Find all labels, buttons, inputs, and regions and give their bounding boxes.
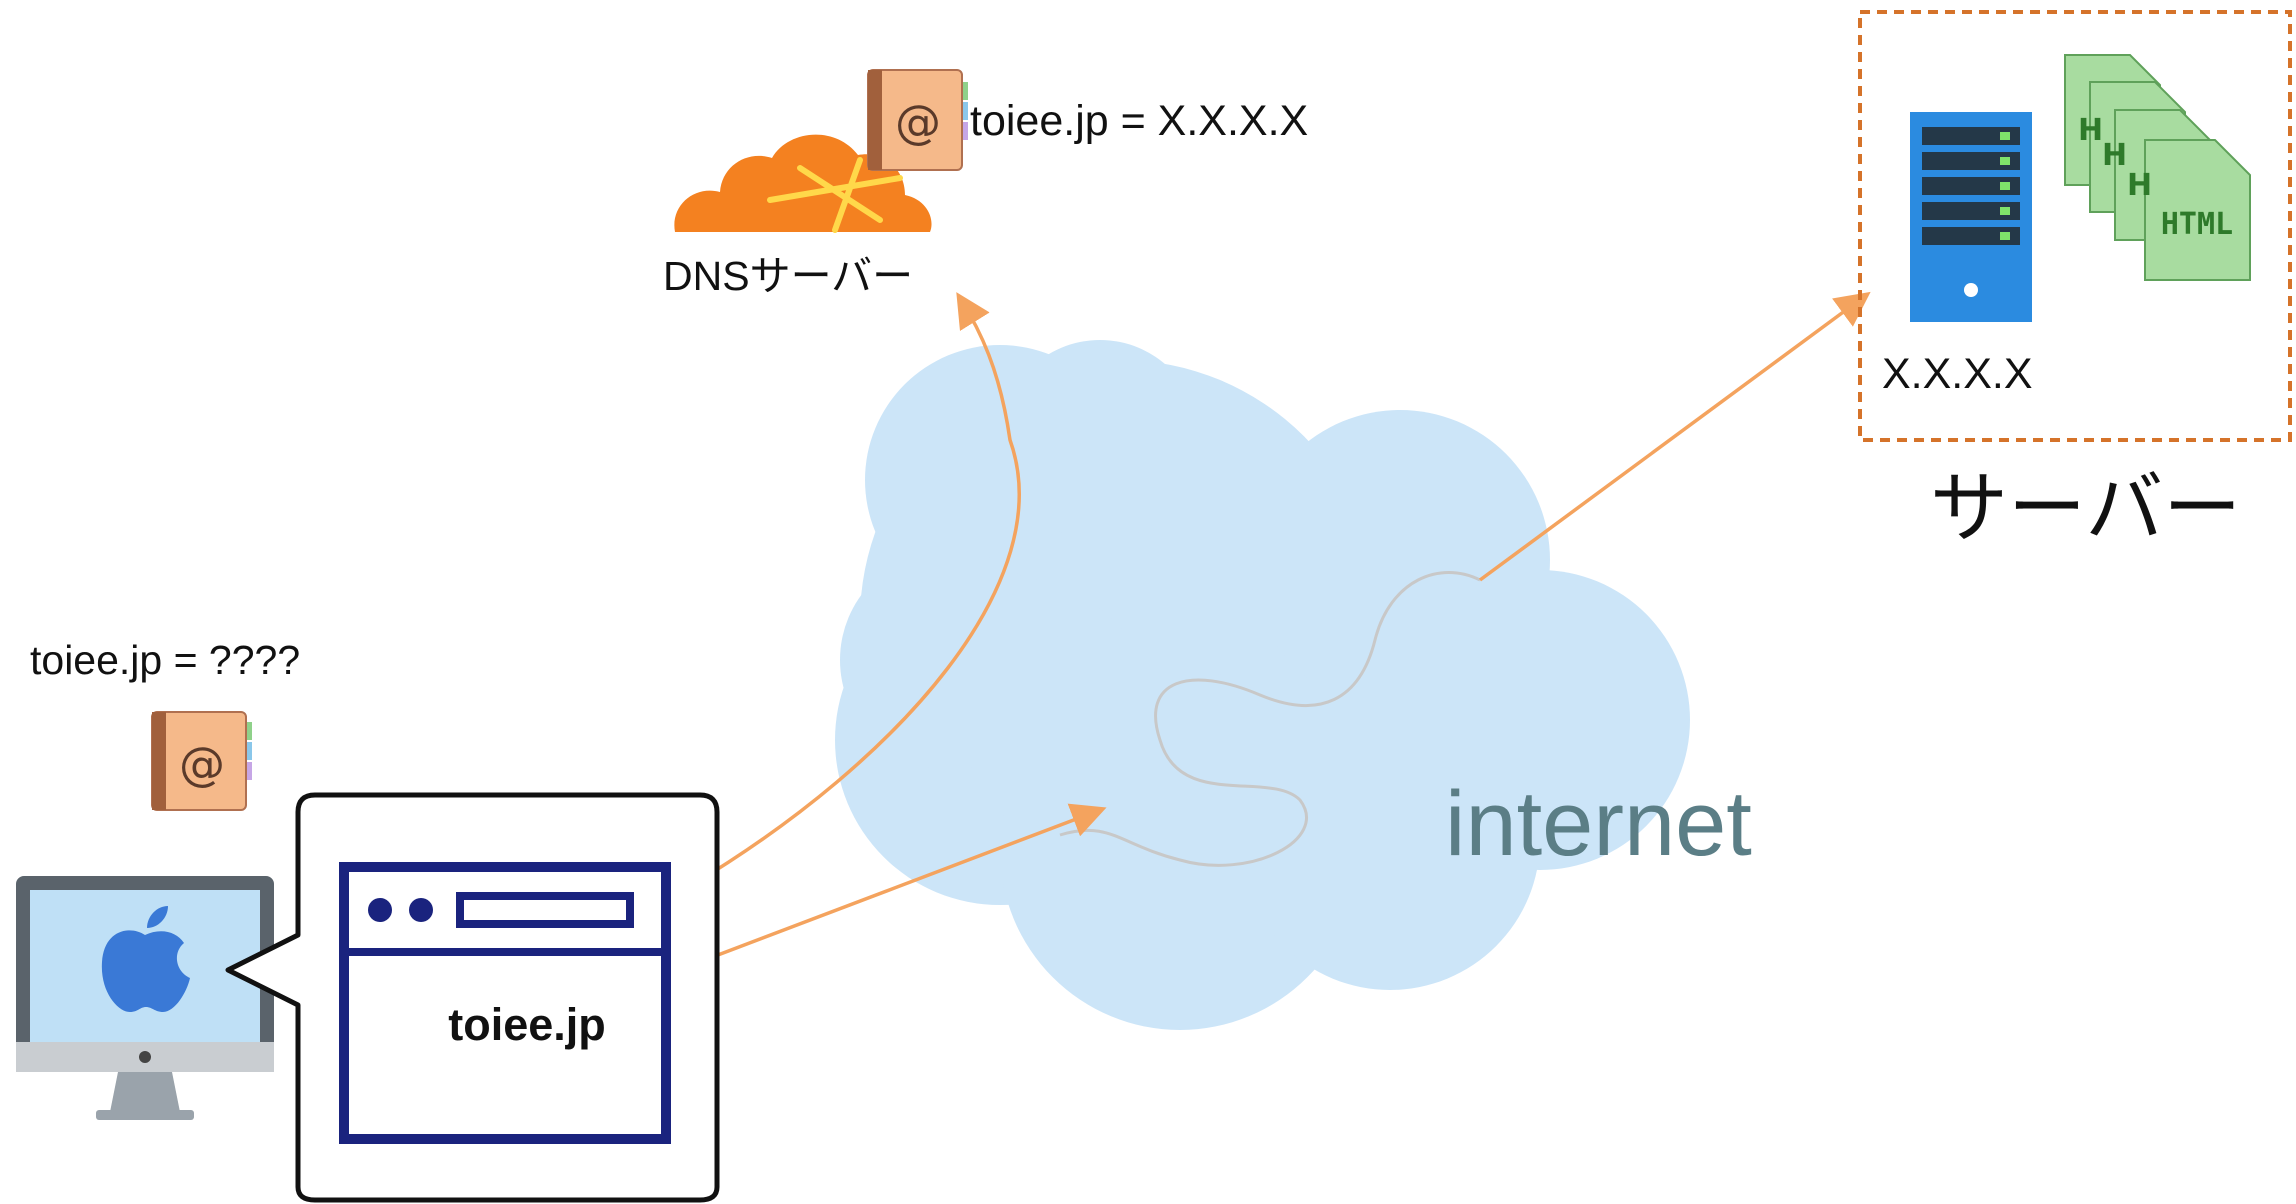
address-book-icon: @: [867, 69, 968, 171]
html-files-icon: H H H HTML: [2064, 54, 2251, 281]
server-caption: サーバー: [1930, 464, 2242, 554]
internet-label: internet: [1445, 773, 1752, 875]
arrow-to-server: [1478, 291, 1871, 582]
svg-text:H: H: [2127, 168, 2152, 203]
dns-answer-text: toiee.jp = X.X.X.X: [970, 97, 1309, 145]
svg-text:HTML: HTML: [2161, 207, 2233, 242]
apple-logo-icon: [101, 906, 190, 1012]
server-tower-icon: [1910, 112, 2032, 322]
svg-text:@: @: [895, 95, 941, 149]
wavy-line: [1059, 571, 1481, 867]
server-ip-label: X.X.X.X: [1882, 350, 2033, 398]
arrow-client-to-dns: [691, 292, 1021, 887]
client-query-text: toiee.jp = ????: [30, 637, 301, 683]
server-box: [1858, 10, 2292, 442]
svg-text:@: @: [179, 737, 225, 791]
dns-server-label: DNSサーバー: [663, 253, 914, 299]
address-book-icon: @: [151, 711, 252, 811]
svg-text:H: H: [2102, 138, 2127, 173]
arrow-to-client: [709, 803, 1107, 960]
browser-url-text: toiee.jp: [448, 999, 606, 1050]
browser-window-icon: [339, 862, 671, 1144]
svg-text:H: H: [2078, 113, 2103, 148]
internet-cloud: [835, 340, 1690, 1030]
